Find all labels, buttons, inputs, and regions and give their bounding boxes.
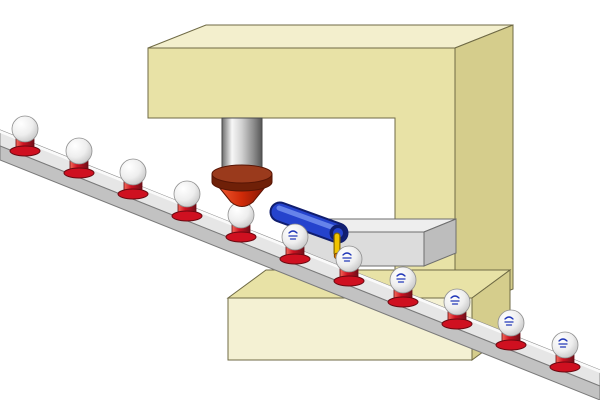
roller-highlight xyxy=(276,205,340,232)
ball-station-marked xyxy=(549,331,581,373)
press-frame xyxy=(147,24,514,313)
ball-station-unmarked xyxy=(63,137,95,179)
ball-station-unmarked xyxy=(9,115,41,157)
ball-station-marked xyxy=(387,266,419,308)
table-side-face xyxy=(423,218,457,267)
stamp-cone xyxy=(216,185,268,207)
ball-station-marked xyxy=(279,223,311,265)
frame-side-face xyxy=(454,24,514,313)
frame-top-face xyxy=(147,24,514,49)
ball-station-unmarked xyxy=(117,158,149,200)
ball-station-marked xyxy=(441,288,473,330)
stamp-flange-top xyxy=(211,164,273,184)
ball-station-marked xyxy=(495,309,527,351)
stamping-ram xyxy=(211,117,273,207)
ball-station-at-press xyxy=(225,201,257,243)
roller-body xyxy=(271,203,347,242)
ball-station-unmarked xyxy=(171,180,203,222)
ball-station-marked xyxy=(333,245,365,287)
